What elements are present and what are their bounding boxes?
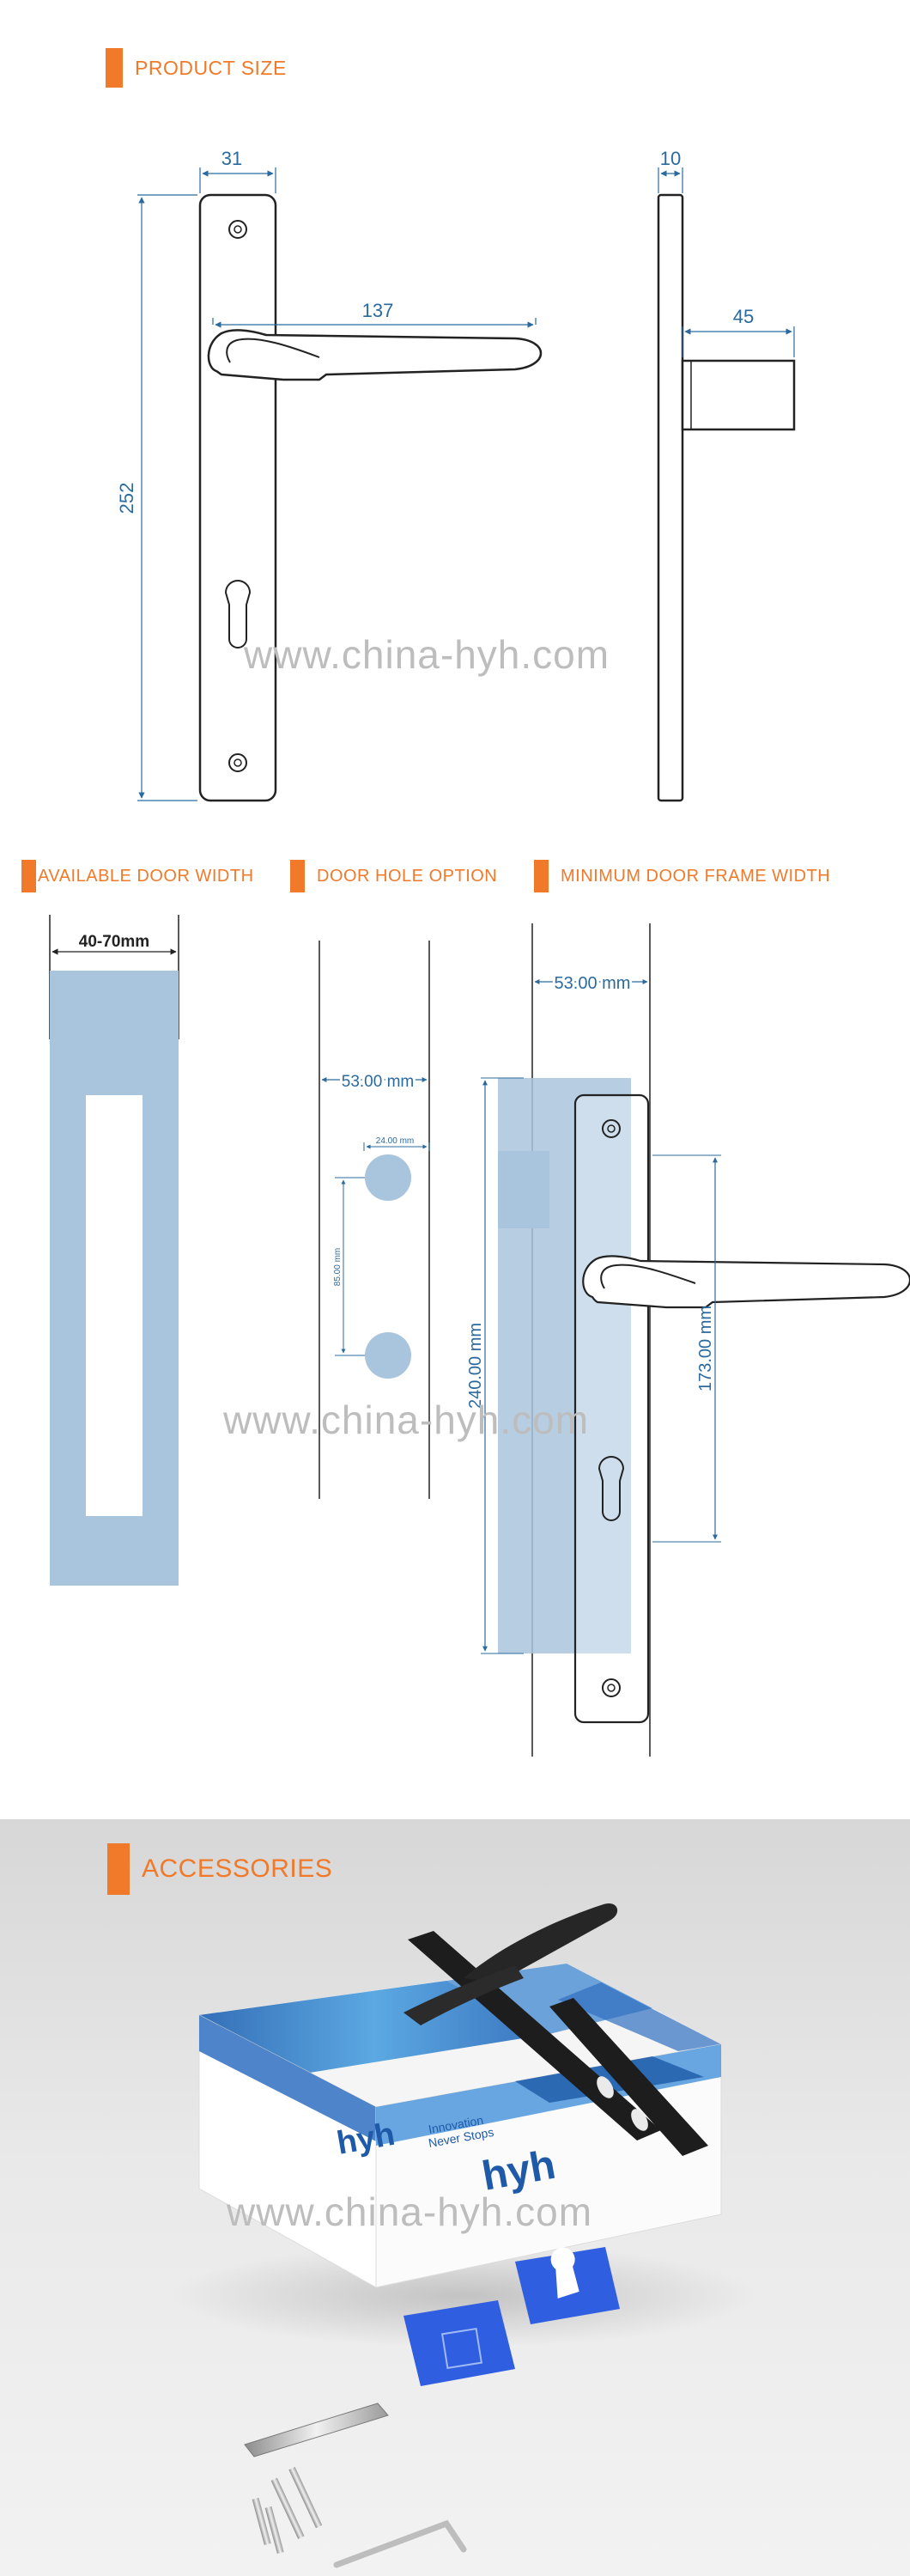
screw-hole-top (228, 220, 247, 239)
watermark-url: www.china-hyh.com (227, 2189, 593, 2234)
header-accent-bar (290, 860, 305, 892)
door-cutout (86, 1095, 143, 1516)
door-hole-diagram: 53.00 mm 24.00 mm 85.00 mm (318, 941, 430, 1499)
header-accent-bar (106, 48, 123, 88)
square-rosette-card (403, 2300, 515, 2386)
dim-door-width: 40-70mm (79, 933, 149, 951)
handle-lever (582, 1255, 910, 1309)
section-title: PRODUCT SIZE (135, 56, 287, 79)
dim-side-projection: 45 (733, 306, 754, 327)
section-header-product-size: PRODUCT SIZE (106, 48, 287, 88)
watermark-url: www.china-hyh.com (223, 1398, 590, 1442)
section-title: MINIMUM DOOR FRAME WIDTH (561, 866, 831, 886)
cylinder-hole (224, 580, 252, 649)
handle-plate (573, 1093, 650, 1724)
accessories-photo: ACCESSORIES (0, 1819, 910, 2576)
product-size-drawing: 31 137 252 10 45 (116, 148, 796, 802)
dim-hole-spacing: 85.00 mm (333, 1248, 343, 1286)
header-accent-bar (107, 1843, 130, 1895)
section-title: ACCESSORIES (142, 1854, 333, 1883)
screw-1 (270, 2477, 305, 2539)
door-width-diagram: 40-70mm (49, 915, 179, 1586)
section-title: AVAILABLE DOOR WIDTH (38, 866, 254, 886)
frame-width-diagram: 53.00 mm 240.00 mm 173.00 mm (466, 923, 910, 1757)
hole-bottom (365, 1332, 411, 1379)
dim-plate-height: 252 (116, 483, 137, 515)
dim-side-thickness: 10 (660, 148, 681, 169)
dim-plate-width: 31 (221, 148, 242, 169)
handle-lever (207, 329, 543, 381)
header-accent-bar (534, 860, 549, 892)
section-header-door-width: AVAILABLE DOOR WIDTH (21, 860, 254, 892)
side-lever (681, 359, 796, 431)
screw-2 (288, 2466, 323, 2529)
dim-handle-height: 173.00 mm (696, 1306, 715, 1392)
watermark-url: www.china-hyh.com (244, 632, 610, 677)
screw-3 (252, 2497, 271, 2546)
spindle (244, 2402, 389, 2457)
product-box-illustration: hyh Innovation Never Stops hyh (172, 1903, 755, 2568)
hole-top (365, 1154, 411, 1201)
dim-hole-small: 24.00 mm (376, 1136, 414, 1146)
dim-handle-length: 137 (362, 300, 394, 321)
front-plate (198, 193, 277, 802)
side-plate (657, 193, 684, 802)
section-header-accessories: ACCESSORIES (107, 1843, 332, 1895)
header-accent-bar (21, 860, 36, 892)
cylinder-hole (598, 1456, 625, 1521)
handle-plate-2 (549, 1998, 708, 2156)
screw-hole-bottom (228, 753, 247, 772)
screw-4 (264, 2506, 284, 2555)
section-header-frame-width: MINIMUM DOOR FRAME WIDTH (534, 860, 830, 892)
allen-key (333, 2519, 467, 2568)
dim-frame-width: 53.00 mm (555, 974, 631, 993)
section-header-door-hole: DOOR HOLE OPTION (290, 860, 497, 892)
dim-hole-backset: 53.00 mm (342, 1073, 414, 1091)
section-title: DOOR HOLE OPTION (317, 866, 498, 886)
dim-plate-length: 240.00 mm (466, 1323, 485, 1409)
